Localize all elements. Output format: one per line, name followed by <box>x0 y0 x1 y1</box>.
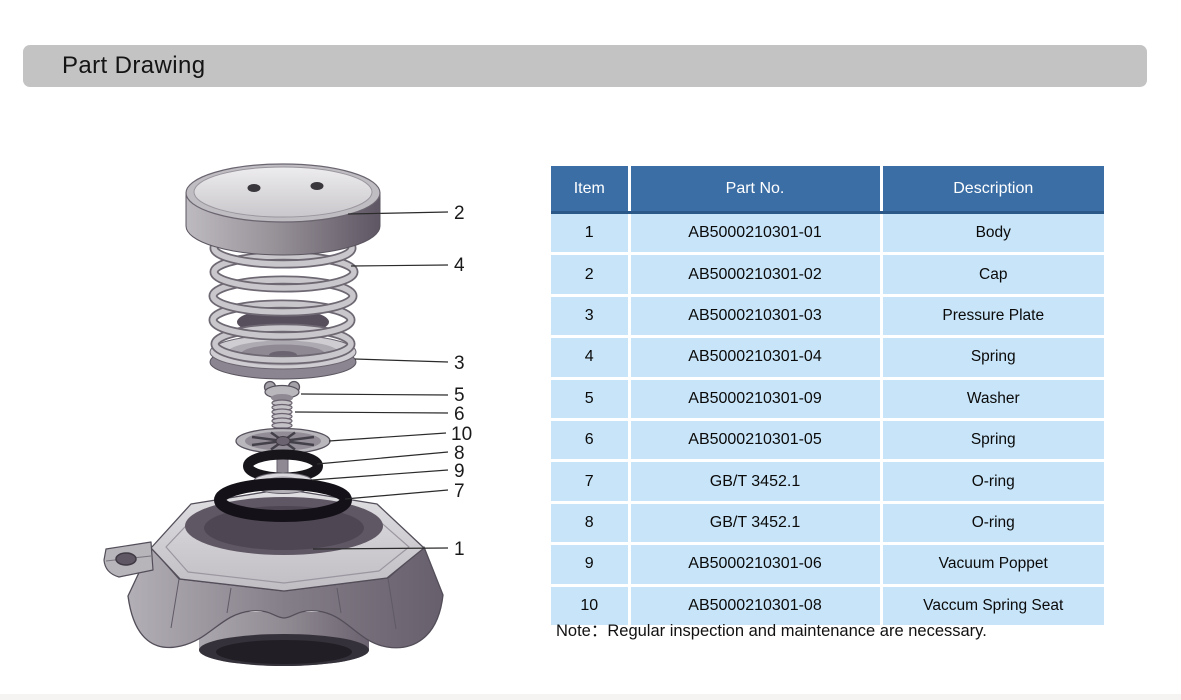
page-bottom-strip <box>0 694 1181 700</box>
section-title-bar: Part Drawing <box>23 45 1147 87</box>
callout-label: 9 <box>454 461 465 482</box>
description-cell: Pressure Plate <box>879 295 1104 339</box>
cap-part <box>185 163 381 256</box>
description-cell: Spring <box>879 419 1104 463</box>
item-cell: 9 <box>551 543 629 587</box>
description-cell: O-ring <box>879 460 1104 504</box>
description-cell: O-ring <box>879 502 1104 546</box>
description-cell: Washer <box>879 378 1104 421</box>
table-row: 7 GB/T 3452.1 O-ring <box>551 460 1104 504</box>
item-cell: 10 <box>551 585 629 625</box>
part-no-cell: AB5000210301-04 <box>627 336 881 380</box>
part-no-cell: AB5000210301-08 <box>627 585 881 625</box>
main-spring-part <box>208 227 359 365</box>
table-row: 3 AB5000210301-03 Pressure Plate <box>551 295 1104 339</box>
callout-label: 4 <box>454 255 465 276</box>
part-no-cell: AB5000210301-05 <box>627 419 881 463</box>
part-no-cell: AB5000210301-02 <box>627 253 881 297</box>
table-row: 10 AB5000210301-08 Vaccum Spring Seat <box>551 585 1104 625</box>
description-cell: Vacuum Poppet <box>879 543 1104 587</box>
description-cell: Body <box>879 212 1104 256</box>
callout-label: 10 <box>451 424 472 445</box>
item-cell: 7 <box>551 460 629 504</box>
table-header-row: Item Part No. Description <box>551 166 1104 214</box>
leader-lines <box>294 211 449 550</box>
callout-label: 8 <box>454 443 465 464</box>
table-row: 8 GB/T 3452.1 O-ring <box>551 502 1104 546</box>
callout-label: 7 <box>454 481 465 502</box>
callout-label: 3 <box>454 353 465 374</box>
table-row: 4 AB5000210301-04 Spring <box>551 336 1104 380</box>
note-text: Note：Regular inspection and maintenance … <box>556 622 987 640</box>
table-row: 5 AB5000210301-09 Washer <box>551 378 1104 421</box>
table-row: 2 AB5000210301-02 Cap <box>551 253 1104 297</box>
part-no-cell: GB/T 3452.1 <box>627 502 881 546</box>
table-row: 6 AB5000210301-05 Spring <box>551 419 1104 463</box>
page-title: Part Drawing <box>62 52 206 79</box>
column-header-part-no: Part No. <box>627 166 881 214</box>
part-drawing-illustration: 2 4 3 5 6 10 8 9 7 1 <box>103 163 472 666</box>
washer-top-part <box>263 380 301 402</box>
callout-label: 1 <box>454 539 465 560</box>
part-no-cell: GB/T 3452.1 <box>627 460 881 504</box>
column-header-description: Description <box>879 166 1104 214</box>
description-cell: Spring <box>879 336 1104 380</box>
part-no-cell: AB5000210301-06 <box>627 543 881 587</box>
item-cell: 2 <box>551 253 629 297</box>
description-cell: Cap <box>879 253 1104 297</box>
item-cell: 8 <box>551 502 629 546</box>
part-no-cell: AB5000210301-03 <box>627 295 881 339</box>
table-row: 1 AB5000210301-01 Body <box>551 212 1104 256</box>
part-no-cell: AB5000210301-01 <box>627 212 881 256</box>
part-no-cell: AB5000210301-09 <box>627 378 881 421</box>
large-o-ring-part <box>214 478 352 522</box>
description-cell: Vaccum Spring Seat <box>879 585 1104 625</box>
item-cell: 6 <box>551 419 629 463</box>
item-cell: 4 <box>551 336 629 380</box>
item-cell: 1 <box>551 212 629 256</box>
item-cell: 3 <box>551 295 629 339</box>
exploded-view-drawing: 2 4 3 5 6 10 8 9 7 1 <box>85 140 535 688</box>
item-cell: 5 <box>551 378 629 421</box>
callout-label: 2 <box>454 203 465 224</box>
column-header-item: Item <box>551 166 629 214</box>
parts-table: Item Part No. Description 1 AB5000210301… <box>551 166 1104 625</box>
table-row: 9 AB5000210301-06 Vacuum Poppet <box>551 543 1104 587</box>
callout-label: 6 <box>454 404 465 425</box>
callout-label: 5 <box>454 385 465 406</box>
